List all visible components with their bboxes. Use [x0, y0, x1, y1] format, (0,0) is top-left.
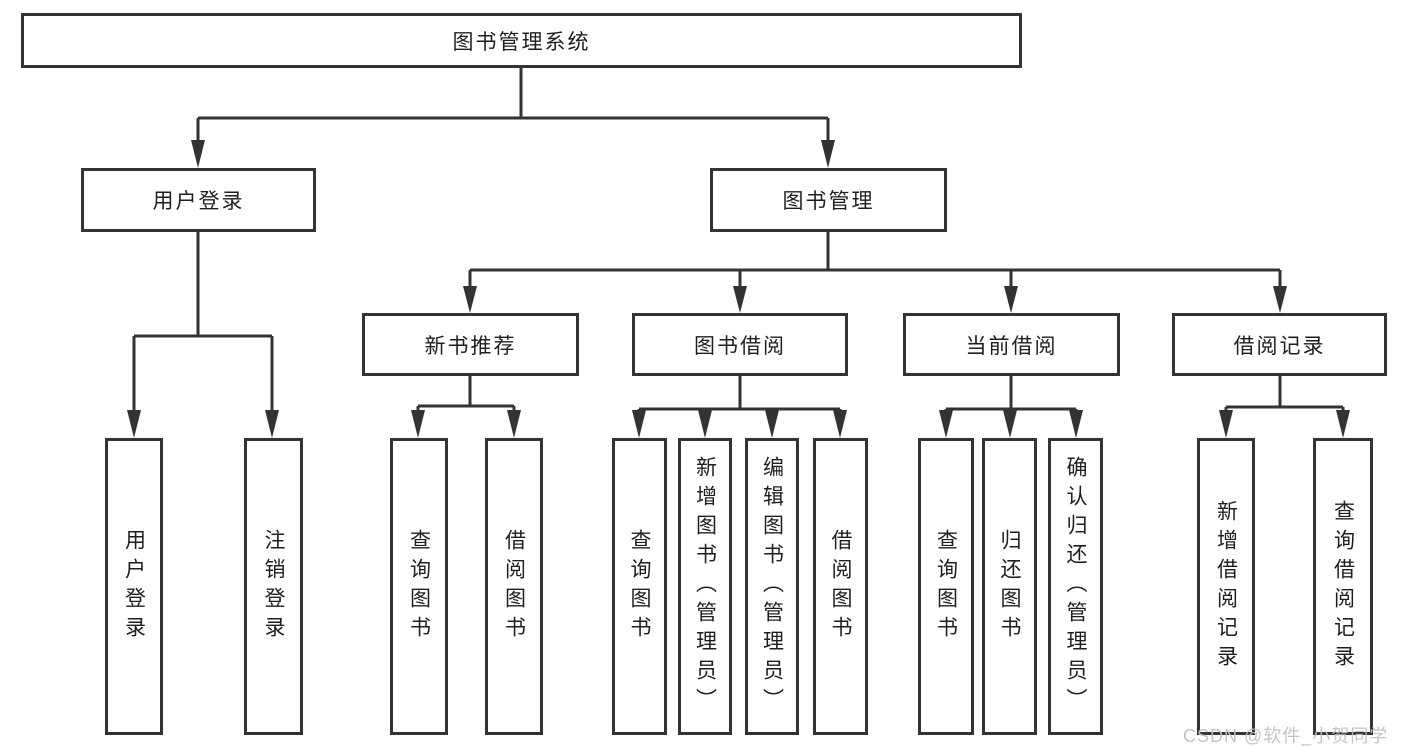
leaf-borrowing-edit-books-admin-label: 编辑图书（管理员） — [760, 456, 784, 717]
leaf-borrowing-borrow-books: 借阅图书 — [813, 438, 868, 735]
node-book-management: 图书管理 — [710, 168, 947, 232]
leaf-borrowing-borrow-books-label: 借阅图书 — [829, 528, 853, 645]
leaf-current-confirm-return-admin-label: 确认归还（管理员） — [1064, 456, 1088, 717]
leaf-borrowing-query-books: 查询图书 — [612, 438, 667, 735]
csdn-watermark: CSDN @软件_小贺同学 — [1183, 726, 1389, 746]
node-borrowing-records: 借阅记录 — [1172, 313, 1387, 376]
leaf-borrowing-edit-books-admin: 编辑图书（管理员） — [745, 438, 799, 735]
leaf-recommend-query-books: 查询图书 — [390, 438, 448, 735]
leaf-borrowing-add-books-admin-label: 新增图书（管理员） — [693, 456, 717, 717]
leaf-recommend-query-books-label: 查询图书 — [407, 528, 431, 645]
node-root-system: 图书管理系统 — [21, 13, 1022, 68]
node-new-book-recommend-label: 新书推荐 — [424, 334, 517, 358]
leaf-current-query-books: 查询图书 — [918, 438, 974, 735]
node-borrowing-records-label: 借阅记录 — [1233, 334, 1326, 358]
node-book-management-label: 图书管理 — [782, 190, 875, 213]
node-new-book-recommend: 新书推荐 — [362, 313, 579, 376]
node-book-borrowing-label: 图书借阅 — [694, 334, 786, 358]
leaf-borrowing-query-books-label: 查询图书 — [628, 528, 652, 645]
node-user-login-label: 用户登录 — [152, 190, 245, 213]
node-root-label: 图书管理系统 — [452, 30, 591, 54]
arrowheads — [127, 140, 1350, 438]
leaf-borrowing-add-books-admin: 新增图书（管理员） — [678, 438, 732, 735]
leaf-current-return-books-label: 归还图书 — [998, 528, 1022, 645]
leaf-logout-label: 注销登录 — [262, 528, 286, 645]
node-user-login: 用户登录 — [81, 168, 316, 232]
leaf-recommend-borrow-books: 借阅图书 — [485, 438, 543, 735]
leaf-records-query-record: 查询借阅记录 — [1313, 438, 1373, 735]
node-current-borrowing-label: 当前借阅 — [965, 334, 1058, 358]
node-book-borrowing: 图书借阅 — [632, 313, 848, 376]
leaf-records-query-record-label: 查询借阅记录 — [1331, 499, 1355, 674]
leaf-recommend-borrow-books-label: 借阅图书 — [502, 528, 526, 645]
leaf-records-add-record-label: 新增借阅记录 — [1214, 499, 1238, 674]
leaf-records-add-record: 新增借阅记录 — [1197, 438, 1255, 735]
leaf-current-return-books: 归还图书 — [982, 438, 1037, 735]
leaf-current-confirm-return-admin: 确认归还（管理员） — [1048, 438, 1103, 735]
leaf-logout: 注销登录 — [244, 438, 303, 735]
leaf-user-login-label: 用户登录 — [122, 528, 146, 645]
leaf-user-login: 用户登录 — [105, 438, 163, 735]
node-current-borrowing: 当前借阅 — [903, 313, 1120, 376]
leaf-current-query-books-label: 查询图书 — [934, 528, 958, 645]
